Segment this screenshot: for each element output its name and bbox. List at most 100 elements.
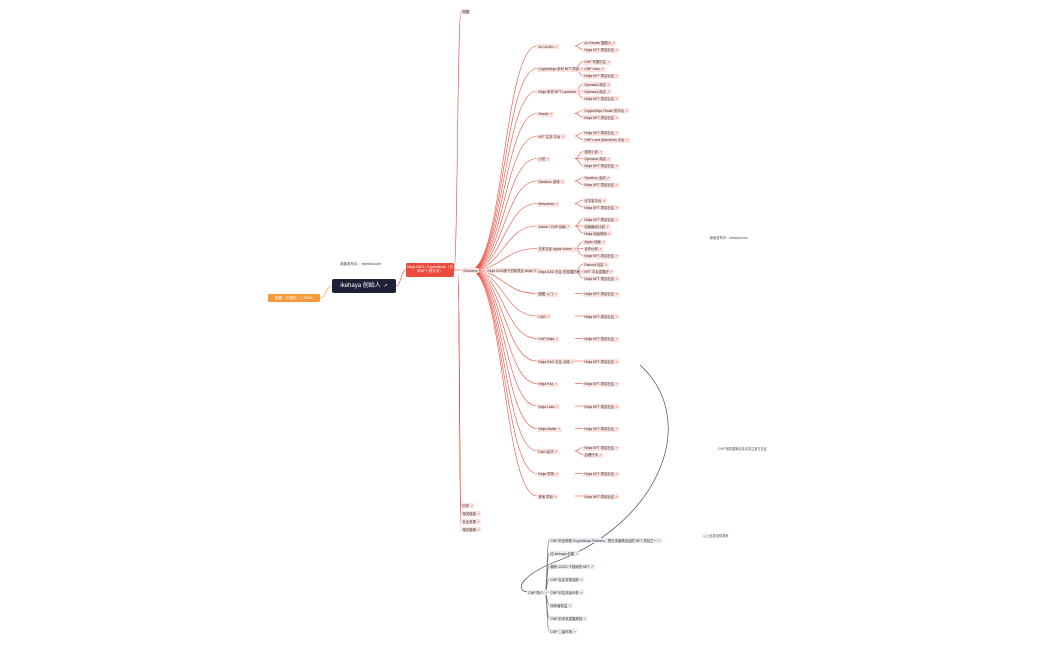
project-node[interactable]: 小说↗ xyxy=(537,156,551,162)
project-node[interactable]: 圈圈 入门↗ xyxy=(537,291,559,297)
external-link-icon[interactable]: ↗ xyxy=(615,314,618,319)
external-link-icon[interactable]: ↗ xyxy=(615,48,618,53)
external-link-icon[interactable]: ↗ xyxy=(573,629,576,634)
external-link-icon[interactable]: ↗ xyxy=(615,74,618,79)
external-link-icon[interactable]: ↗ xyxy=(615,472,618,477)
project-node[interactable]: Anime / CNP 动画↗ xyxy=(537,224,571,230)
external-link-icon[interactable]: ↗ xyxy=(625,108,628,113)
external-link-icon[interactable]: ↗ xyxy=(546,157,550,162)
top-item-node[interactable]: 圈圈 xyxy=(461,9,471,15)
project-node[interactable]: Ninja 学院↗ xyxy=(537,471,560,477)
project-child-node[interactable]: 元宇宙平台↗ xyxy=(583,198,607,204)
external-link-icon[interactable]: ↗ xyxy=(615,205,618,210)
external-link-icon[interactable]: ↗ xyxy=(383,283,388,289)
project-node[interactable]: Ao Lichiru↗ xyxy=(537,44,559,50)
external-link-icon[interactable]: ↗ xyxy=(561,134,565,139)
cnp-child-node[interactable]: 拥有 22222 个独特的 NFT↗ xyxy=(549,564,595,570)
project-child-node[interactable]: Ninja NFT 项目社区↗ xyxy=(583,445,620,451)
external-link-icon[interactable]: ↗ xyxy=(544,590,548,595)
external-link-icon[interactable]: ↗ xyxy=(615,359,618,364)
external-link-icon[interactable]: ↗ xyxy=(615,96,618,101)
external-link-icon[interactable]: ↗ xyxy=(555,202,559,207)
cnp-child-node[interactable]: CNP 的全称是 CryptoNinja Partners，是日本最受欢迎的 N… xyxy=(549,538,663,544)
cnp-child-node[interactable]: 持有者权益↗ xyxy=(549,603,573,609)
external-link-icon[interactable]: ↗ xyxy=(555,404,559,409)
cnp-child-node[interactable]: CNP 的未来发展规划↗ xyxy=(549,616,588,622)
external-link-icon[interactable]: ↗ xyxy=(615,382,618,387)
project-node[interactable]: Metaverse↗ xyxy=(537,201,560,207)
project-child-node[interactable]: Ninja NFT 项目社区↗ xyxy=(583,336,620,342)
external-link-icon[interactable]: ↗ xyxy=(554,449,558,454)
project-child-node[interactable]: Ninja NFT 项目社区↗ xyxy=(583,115,620,121)
external-link-icon[interactable]: ↗ xyxy=(581,270,584,274)
external-link-icon[interactable]: ↗ xyxy=(607,231,611,236)
external-link-icon[interactable]: ↗ xyxy=(657,538,661,543)
cnp-child-node[interactable]: CNP 二级市场↗ xyxy=(549,629,578,635)
external-link-icon[interactable]: ↗ xyxy=(602,198,606,203)
external-link-icon[interactable]: ↗ xyxy=(606,176,610,181)
left-branch-node[interactable]: 圈圈（中国区） | TPNA xyxy=(268,294,320,302)
external-link-icon[interactable]: ↗ xyxy=(554,472,558,477)
external-link-icon[interactable]: ↗ xyxy=(590,564,594,569)
external-link-icon[interactable]: ↗ xyxy=(554,44,558,49)
project-child-node[interactable]: Ninja 动画官网↗ xyxy=(583,231,612,237)
project-child-node[interactable]: Opensea 商店↗ xyxy=(583,82,612,88)
project-child-node[interactable]: Opensea 商店↗ xyxy=(583,89,612,95)
overview-node[interactable]: Overview xyxy=(462,268,479,274)
project-child-node[interactable]: Ninja NFT 项目社区↗ xyxy=(583,163,620,169)
external-link-icon[interactable]: ↗ xyxy=(476,519,480,524)
external-link-icon[interactable]: ↗ xyxy=(601,240,605,245)
external-link-icon[interactable]: ↗ xyxy=(615,131,618,136)
external-link-icon[interactable]: ↗ xyxy=(575,551,578,556)
project-child-node[interactable]: CryptoNinja Oracle 的平台↗ xyxy=(583,108,630,114)
external-link-icon[interactable]: ↗ xyxy=(568,603,572,608)
external-link-icon[interactable]: ↗ xyxy=(476,511,480,516)
project-node[interactable]: Ninja Labs↗ xyxy=(537,404,560,410)
project-node[interactable]: NFT 生态 平台↗ xyxy=(537,134,566,140)
project-child-node[interactable]: Ninja NFT 项目社区↗ xyxy=(583,404,620,410)
cnp-section-node[interactable]: CNP 简介↗ xyxy=(527,590,549,596)
project-child-node[interactable]: Ninja NFT 项目社区↗ xyxy=(583,276,620,282)
project-node[interactable]: Ninja Wallet↗ xyxy=(537,426,562,432)
external-link-icon[interactable]: ↗ xyxy=(607,60,610,65)
project-child-node[interactable]: Ao Fanato 圈圈人↗ xyxy=(583,40,617,46)
project-node[interactable]: Ninja 系列 NFT Launcher↗ xyxy=(537,89,582,95)
project-child-node[interactable]: Ninja NFT 项目社区↗ xyxy=(583,130,620,136)
external-link-icon[interactable]: ↗ xyxy=(580,67,583,72)
external-link-icon[interactable]: ↗ xyxy=(557,427,561,432)
bottom-item-node[interactable]: 相关新闻↗ xyxy=(461,527,482,533)
external-link-icon[interactable]: ↗ xyxy=(579,577,583,582)
project-child-node[interactable]: Ninja NFT 项目社区↗ xyxy=(583,96,620,102)
external-link-icon[interactable]: ↗ xyxy=(615,183,618,188)
project-child-node[interactable]: Ninja NFT 项目社区↗ xyxy=(583,314,620,320)
project-child-node[interactable]: 相关小说↗ xyxy=(583,149,604,155)
external-link-icon[interactable]: ↗ xyxy=(606,89,610,94)
project-node[interactable]: Oracle↗ xyxy=(537,111,554,117)
root-node[interactable]: ikehaya 创始人 ↗ xyxy=(332,279,396,293)
external-link-icon[interactable]: ↗ xyxy=(625,138,629,143)
project-child-node[interactable]: 合作伙伴↗ xyxy=(583,246,604,252)
external-link-icon[interactable]: ↗ xyxy=(598,453,602,458)
external-link-icon[interactable]: ↗ xyxy=(615,164,618,169)
project-child-node[interactable]: Ninja NFT 项目社区↗ xyxy=(583,253,620,259)
external-link-icon[interactable]: ↗ xyxy=(600,67,604,72)
bottom-item-node[interactable]: 历史↗ xyxy=(461,503,475,509)
project-node[interactable]: Sandbox 游戏↗ xyxy=(537,179,565,185)
external-link-icon[interactable]: ↗ xyxy=(606,82,610,87)
external-link-icon[interactable]: ↗ xyxy=(470,503,474,508)
project-child-node[interactable]: Sandbox 活动↗ xyxy=(583,175,611,181)
project-child-node[interactable]: 治理代币↗ xyxy=(583,452,604,458)
external-link-icon[interactable]: ↗ xyxy=(615,337,618,342)
external-link-icon[interactable]: ↗ xyxy=(598,150,602,155)
project-child-node[interactable]: CNP 专属衍生↗ xyxy=(583,59,612,65)
external-link-icon[interactable]: ↗ xyxy=(606,157,610,162)
project-child-node[interactable]: Ninja NFT 项目社区↗ xyxy=(583,217,620,223)
external-link-icon[interactable]: ↗ xyxy=(570,359,574,364)
project-node[interactable]: CNG↗ xyxy=(537,314,552,320)
external-link-icon[interactable]: ↗ xyxy=(583,616,587,621)
external-link-icon[interactable]: ↗ xyxy=(560,179,564,184)
external-link-icon[interactable]: ↗ xyxy=(609,269,613,274)
project-node[interactable]: CNP Ninja↗ xyxy=(537,336,560,342)
project-node[interactable]: CryptoNinja 系列 NFT 项目↗ xyxy=(537,66,585,72)
project-child-node[interactable]: 动画播出计划↗ xyxy=(583,224,610,230)
